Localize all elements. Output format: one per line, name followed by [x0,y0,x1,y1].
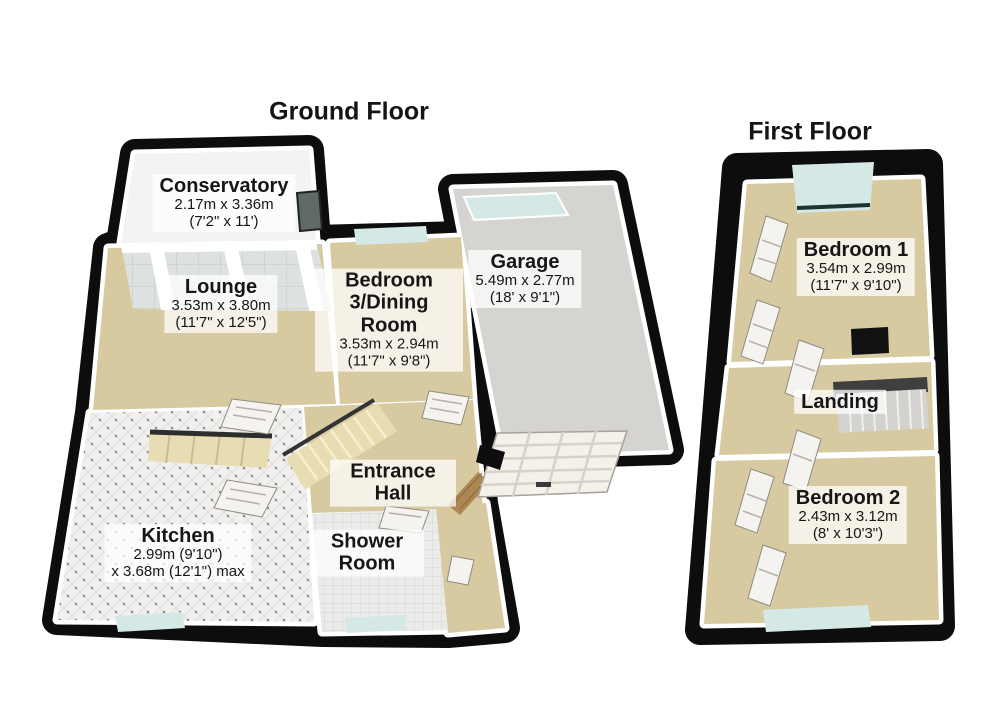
room-name: Lounge [184,276,258,299]
room-dim-metric: 2.99m (9'10") [133,546,223,564]
room-dim-metric: 5.49m x 2.77m [475,272,575,290]
first-floor-windows [763,162,874,632]
ground-floor-windows [115,191,570,633]
door-panel [446,555,475,586]
room-dim-imperial: (11'7" x 9'8") [347,352,431,370]
room-label-entrance-hall: Entrance Hall [330,459,456,507]
window-glazing [464,193,568,220]
room-dim-imperial: (18' x 9'1") [489,289,561,307]
room-name: Kitchen [141,525,215,548]
room-label-lounge: Lounge 3.53m x 3.80m (11'7" x 12'5") [164,275,278,333]
door-panel [421,390,470,426]
room-label-kitchen: Kitchen 2.99m (9'10") x 3.68m (12'1") ma… [104,524,252,582]
room-name: Garage [490,251,560,274]
room-dim-metric: 2.17m x 3.36m [174,196,274,214]
room-dim-metric: 3.53m x 2.94m [339,335,439,353]
conservatory-door [295,189,324,233]
room-label-shower-room: Shower Room [310,529,424,577]
room-label-bedroom1: Bedroom 1 3.54m x 2.99m (11'7" x 9'10") [796,238,916,296]
room-dim-imperial: x 3.68m (12'1") max [111,563,245,581]
window-glazing [354,226,428,245]
room-dim-imperial: (11'7" x 12'5") [175,314,267,332]
room-name: Entrance Hall [350,460,436,505]
ground-floor-doors [213,390,475,586]
room-name: Bedroom 1 [803,239,909,262]
stair-steps [295,409,388,480]
room-label-bedroom3: Bedroom 3/Dining Room 3.53m x 2.94m (11'… [315,268,463,372]
door-panel [734,468,775,534]
floor-title-ground: Ground Floor [269,97,429,126]
window-glazing [792,162,874,213]
garage-corner-wall [476,445,505,470]
room-dim-imperial: (7'2" x 11') [189,213,259,231]
understair-steps [148,429,273,468]
room-name: Conservatory [159,175,289,198]
garage-door [476,430,629,498]
room-dim-metric: 3.54m x 2.99m [806,260,906,278]
door-panel [740,299,781,365]
room-name: Bedroom 3/Dining Room [345,269,433,337]
room-label-landing: Landing [794,389,886,415]
chimney-breast [851,327,889,355]
garage-door-handle [536,482,551,487]
room-name: Bedroom 2 [795,487,901,510]
room-dim-imperial: (8' x 10'3") [812,525,884,543]
room-label-bedroom2: Bedroom 2 2.43m x 3.12m (8' x 10'3") [788,486,908,544]
room-label-garage: Garage 5.49m x 2.77m (18' x 9'1") [468,250,582,308]
room-label-conservatory: Conservatory 2.17m x 3.36m (7'2" x 11') [152,174,296,232]
door-panel [213,479,278,518]
window-glazing [763,605,871,632]
floor-title-first: First Floor [748,117,872,146]
window-glazing [115,612,185,632]
room-name: Shower Room [330,530,404,575]
door-panel [749,215,789,283]
door-panel [747,544,787,607]
window-glazing [345,615,407,633]
room-dim-metric: 3.53m x 3.80m [171,297,271,315]
room-dim-metric: 2.43m x 3.12m [798,508,898,526]
door-panel [220,398,282,435]
room-name: Landing [801,390,879,413]
room-dim-imperial: (11'7" x 9'10") [810,277,902,295]
entrance-staircase [281,398,397,490]
